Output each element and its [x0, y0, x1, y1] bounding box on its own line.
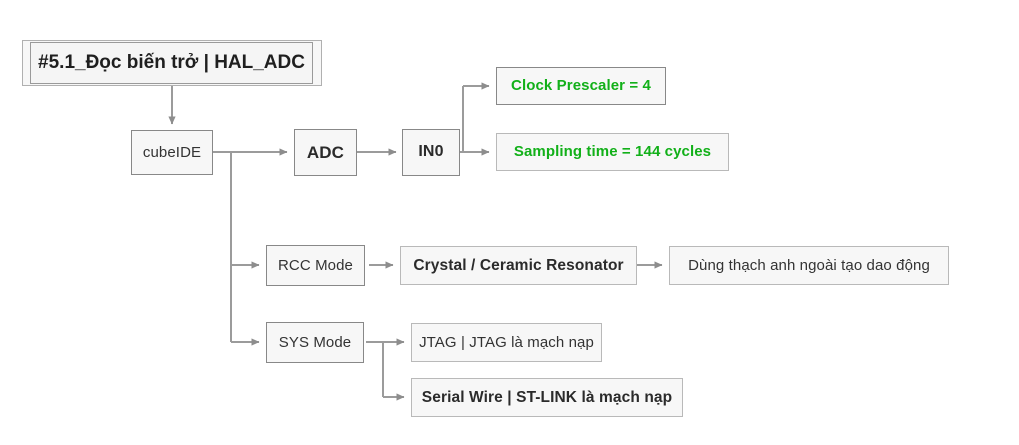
edge-in0-riser	[460, 86, 464, 153]
node-crystal-note[interactable]: Dùng thạch anh ngoài tạo dao động	[669, 246, 949, 285]
node-adc[interactable]: ADC	[294, 129, 357, 176]
page-title: #5.1_Đọc biến trở | HAL_ADC	[30, 42, 313, 84]
node-sys-mode[interactable]: SYS Mode	[266, 322, 364, 363]
edge-cubeide-trunk	[213, 151, 232, 342]
node-sampling-time[interactable]: Sampling time = 144 cycles	[496, 133, 729, 171]
edge-sys-trunk	[366, 341, 384, 397]
node-crystal-resonator[interactable]: Crystal / Ceramic Resonator	[400, 246, 637, 285]
node-serial-wire[interactable]: Serial Wire | ST-LINK là mạch nạp	[411, 378, 683, 417]
node-in0[interactable]: IN0	[402, 129, 460, 176]
node-jtag[interactable]: JTAG | JTAG là mạch nạp	[411, 323, 602, 362]
node-rcc-mode[interactable]: RCC Mode	[266, 245, 365, 286]
node-clock-prescaler[interactable]: Clock Prescaler = 4	[496, 67, 666, 105]
node-cubeide[interactable]: cubeIDE	[131, 130, 213, 175]
